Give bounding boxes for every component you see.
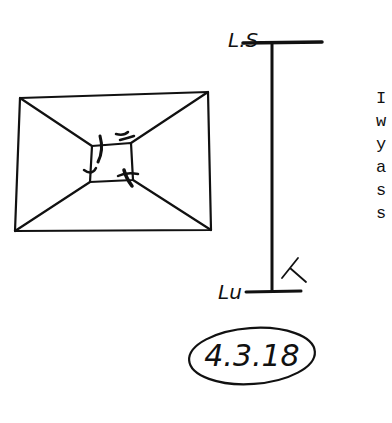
cut-text: s [376, 182, 386, 199]
cut-text: s [376, 205, 386, 222]
hand-mark [282, 258, 306, 282]
diagonal-line [131, 92, 208, 143]
date-circle: 4.3.18 [188, 327, 316, 385]
diagonal-line [20, 98, 92, 146]
date-text: 4.3.18 [204, 341, 299, 371]
tick-mark [120, 136, 134, 140]
scale-label: L.S [228, 30, 258, 50]
diagonal-line [15, 182, 90, 231]
scale-cap [246, 291, 301, 292]
diagonal-line [133, 180, 211, 230]
tick-mark [98, 136, 102, 162]
cut-text: y [376, 136, 386, 153]
tick-mark [118, 173, 138, 176]
tick-mark [116, 132, 128, 135]
cut-text: I [376, 90, 386, 107]
outer-rectangle [15, 92, 211, 231]
cut-text: w [376, 113, 386, 130]
scale-bar [271, 43, 274, 291]
tick-mark [84, 168, 96, 173]
scale-label: Lu [218, 282, 242, 302]
cut-text: a [376, 159, 386, 176]
